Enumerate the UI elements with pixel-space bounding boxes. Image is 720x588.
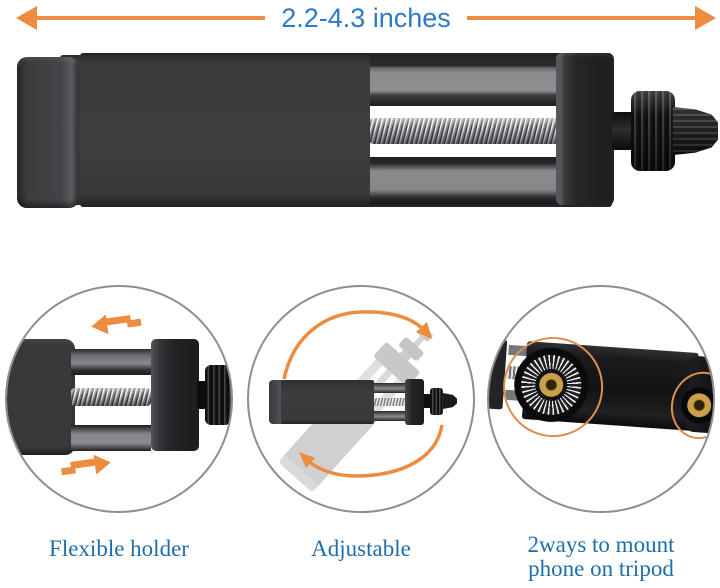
caption-mount-line1: 2ways to mount — [527, 532, 675, 557]
measure-line-right — [466, 16, 696, 20]
knob-grip-tip — [673, 107, 718, 155]
rotate-arrows-icon — [282, 310, 444, 478]
solid-jaw — [269, 380, 283, 424]
mini-rail-bottom — [71, 425, 151, 451]
arrow-left-icon — [16, 6, 37, 30]
feature-circle-flexible-holder — [5, 285, 233, 513]
end-block — [556, 53, 614, 205]
slide-rail-top — [368, 58, 560, 106]
clamp-underside-view — [489, 333, 713, 474]
solid-plate — [281, 380, 374, 424]
solid-knob-tip — [443, 393, 457, 409]
caption-mount-ways: 2ways to mount phone on tripod — [487, 533, 715, 581]
mini-clamp-plate — [7, 339, 75, 455]
solid-end-block — [405, 379, 424, 425]
clamp-plate — [60, 55, 370, 205]
caption-adjustable: Adjustable — [311, 536, 411, 561]
solid-rail-top — [374, 383, 407, 393]
solid-lead-screw — [374, 398, 407, 406]
solid-rail-bottom — [374, 411, 407, 421]
solid-knob — [430, 388, 443, 415]
slide-left-arrow-icon — [91, 314, 142, 335]
measurement-annotation: 2.2-4.3 inches — [16, 2, 717, 34]
feature-circle-mounts — [487, 285, 715, 513]
mini-knob-shaft — [197, 381, 207, 409]
arrow-right-icon — [695, 6, 717, 30]
knob-shaft — [612, 112, 634, 150]
caption-flexible-holder: Flexible holder — [49, 536, 189, 561]
slide-rail-bottom — [368, 157, 560, 204]
lead-screw — [368, 118, 560, 144]
phone-clamp-jaw — [17, 57, 79, 208]
measure-line-left — [37, 16, 266, 20]
slide-right-arrow-icon — [61, 454, 111, 476]
solid-knob-shaft — [424, 394, 430, 408]
mini-end-block — [151, 339, 199, 451]
mini-rail-top — [71, 349, 151, 375]
feature-circle-adjustable — [247, 285, 475, 513]
measurement-label: 2.2-4.3 inches — [281, 3, 451, 33]
tightening-knob — [631, 91, 675, 171]
mini-tightening-knob — [205, 365, 231, 425]
mini-lead-screw — [71, 388, 151, 406]
caption-mount-line2: phone on tripod — [528, 556, 674, 581]
